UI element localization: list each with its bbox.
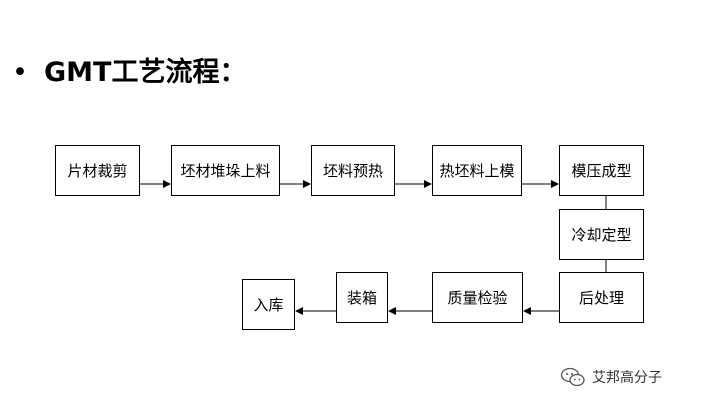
page-title: • GMT工艺流程： (12, 50, 246, 89)
step-cool-label: 冷却定型 (571, 226, 632, 244)
step-store: 入库 (242, 279, 295, 330)
step-press-label: 模压成型 (571, 162, 632, 180)
step-load-label: 热坯料上模 (439, 162, 515, 180)
title-text: GMT工艺流程： (44, 57, 247, 88)
step-post: 后处理 (559, 272, 644, 323)
step-cut: 片材裁剪 (55, 145, 140, 196)
step-stack: 坯材堆垛上料 (171, 145, 280, 196)
step-stack-label: 坯材堆垛上料 (180, 162, 271, 180)
step-press: 模压成型 (559, 145, 644, 196)
step-box-label: 装箱 (346, 289, 377, 307)
step-inspect: 质量检验 (432, 272, 523, 323)
step-cool: 冷却定型 (559, 209, 644, 260)
step-inspect-label: 质量检验 (447, 289, 508, 307)
step-post-label: 后处理 (578, 289, 624, 307)
watermark: 艾邦高分子 (560, 367, 662, 387)
step-preheat: 坯料预热 (311, 145, 395, 196)
watermark-text: 艾邦高分子 (592, 370, 662, 386)
step-store-label: 入库 (253, 296, 284, 314)
step-preheat-label: 坯料预热 (322, 162, 383, 180)
step-box: 装箱 (336, 272, 388, 323)
step-cut-label: 片材裁剪 (67, 162, 128, 180)
bullet: • (12, 57, 28, 88)
step-load: 热坯料上模 (432, 145, 522, 196)
wechat-icon (560, 367, 585, 387)
